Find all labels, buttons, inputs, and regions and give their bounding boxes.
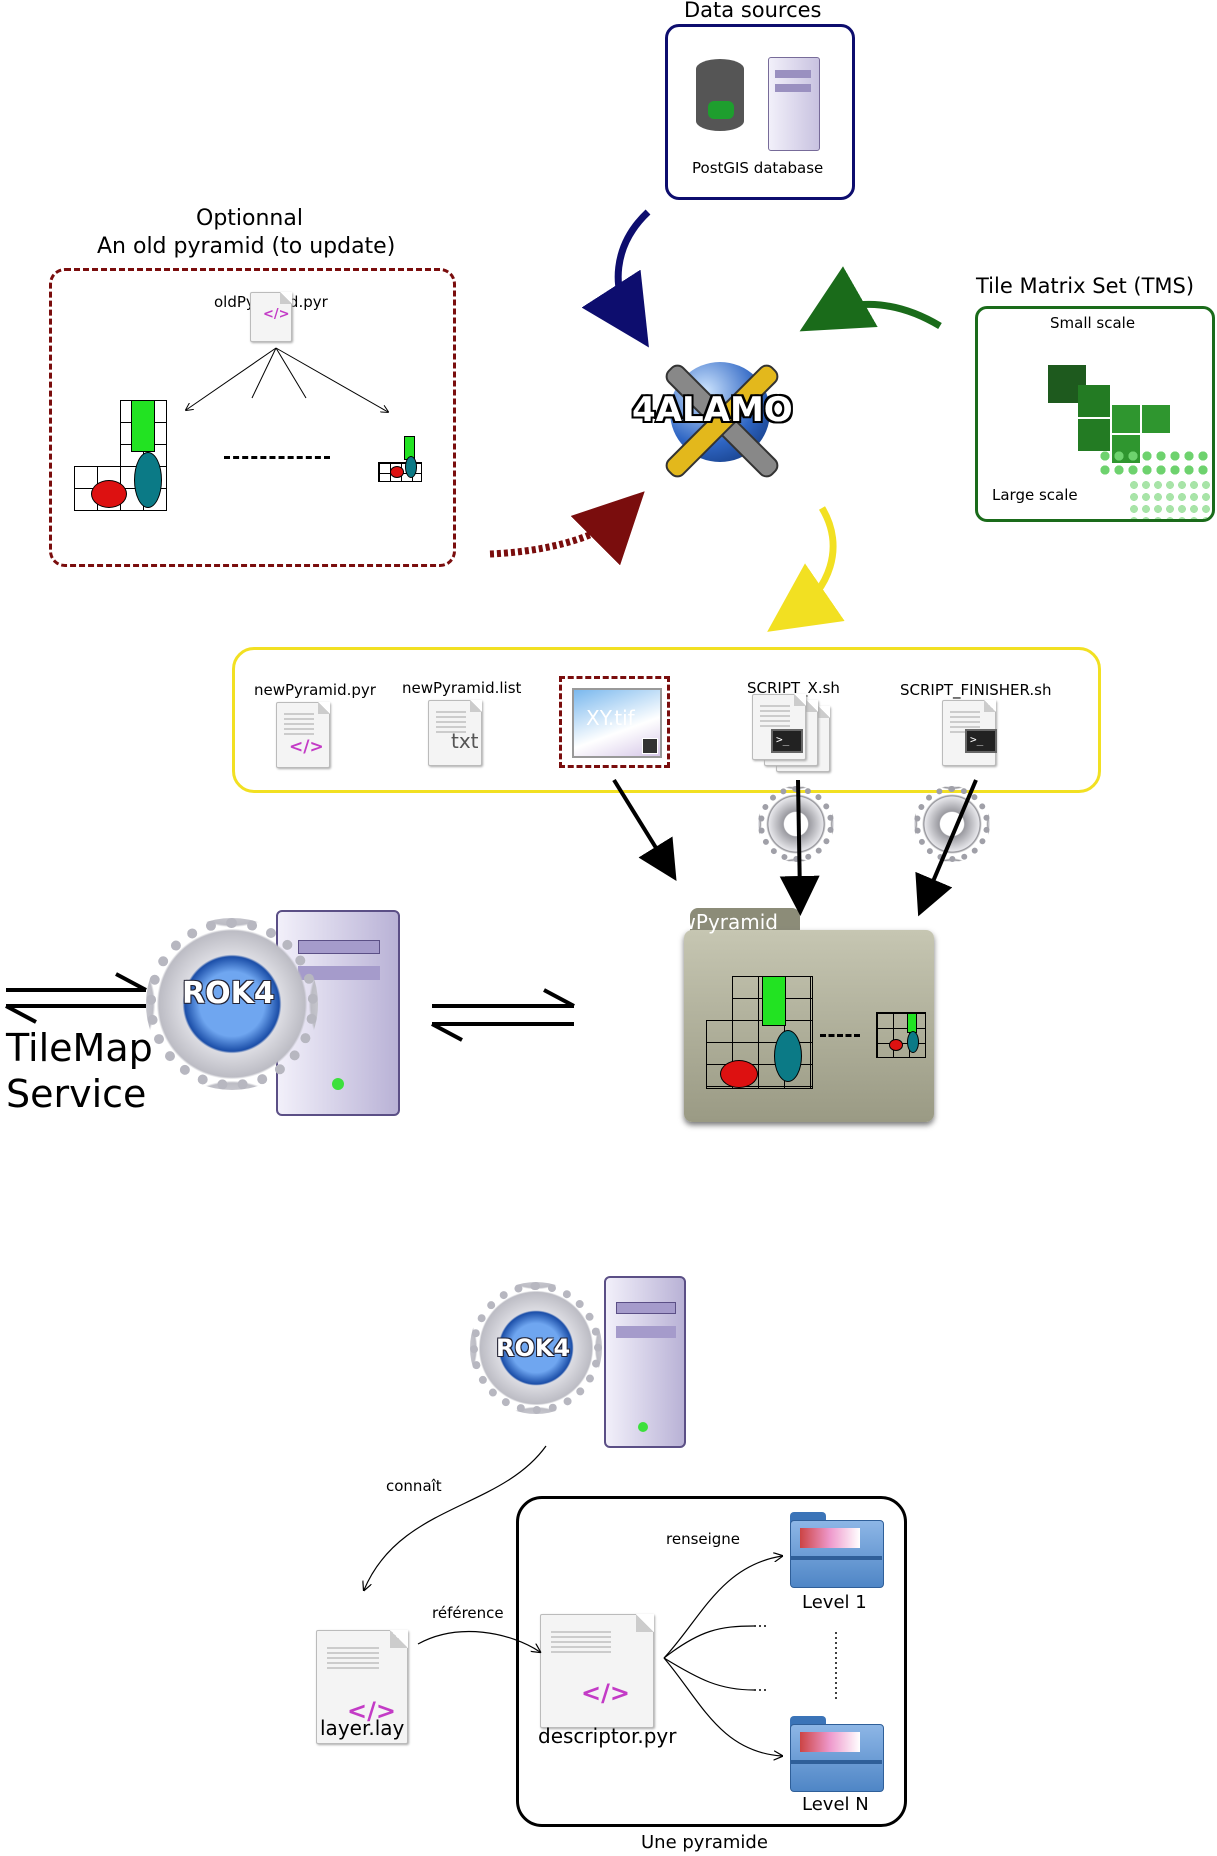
- level-n-label: Level N: [802, 1794, 869, 1815]
- arrow-tms-to-tool: [799, 266, 942, 332]
- edge-connait-label: connaît: [386, 1477, 442, 1495]
- outputs-box: [232, 647, 1101, 793]
- old-pyramid-title-2: An old pyramid (to update): [97, 234, 396, 259]
- tool-name: 4ALAMO: [632, 390, 793, 430]
- edge-reference-label: référence: [432, 1604, 504, 1622]
- edge-connait: [364, 1445, 547, 1590]
- arrow-tif-to-folder: [612, 778, 677, 882]
- edge-renseigne-3: [663, 1657, 755, 1691]
- exchange-arrows-middle: [432, 988, 575, 1008]
- gear-icon: [758, 786, 834, 862]
- edge-renseigne-2: [663, 1625, 755, 1659]
- old-pyr-branch: [186, 347, 277, 410]
- tms-large-scale: Large scale: [992, 486, 1078, 504]
- tms-small-scale: Small scale: [1050, 314, 1136, 332]
- data-sources-title: Data sources: [684, 0, 822, 22]
- xy-tif-image: XY.tif: [572, 688, 662, 758]
- descriptor-file-icon: </>: [540, 1614, 654, 1728]
- rok4-server-bottom: [604, 1276, 686, 1448]
- edge-renseigne-4: [663, 1657, 782, 1756]
- edge-renseigne-1: [663, 1556, 782, 1659]
- xy-tif-box: [559, 676, 670, 768]
- old-pyramid-box: [49, 268, 456, 567]
- output-file-label-1: newPyramid.list: [402, 679, 522, 697]
- new-pyramid-pyr-icon: </>: [276, 702, 330, 768]
- script-x-icon-front: >_: [752, 694, 806, 760]
- old-pyramid-grid-small: [378, 436, 422, 482]
- postgis-label: PostGIS database: [692, 159, 824, 177]
- tilemap-service-line-2: Service: [6, 1072, 147, 1116]
- exchange-arrows-left: [5, 1004, 146, 1024]
- level-1-label: Level 1: [802, 1592, 867, 1613]
- database-icon: [696, 59, 744, 131]
- old-pyr-branch: [275, 347, 388, 412]
- old-pyramid-title-1: Optionnal: [196, 206, 303, 231]
- descriptor-file-label: descriptor.pyr: [538, 1724, 677, 1748]
- rok4-name-bottom: ROK4: [496, 1334, 571, 1362]
- data-sources-box: PostGIS database: [665, 24, 855, 200]
- output-file-label-3: SCRIPT_X.sh: [747, 679, 840, 697]
- script-finisher-icon: >_: [942, 700, 997, 766]
- arrow-datasource-to-tool: [581, 209, 651, 348]
- gear-icon: [914, 786, 990, 862]
- rok4-gear-icon-bottom: [470, 1282, 602, 1414]
- xy-tif-label: XY.tif: [586, 706, 635, 730]
- layer-file-label: layer.lay: [320, 1716, 405, 1740]
- arrow-old-to-tool: [489, 491, 645, 566]
- old-pyramid-ellipsis: [224, 456, 330, 459]
- edge-reference: [417, 1630, 540, 1652]
- pyramid-folder-label: newPyramid: [678, 910, 778, 934]
- exchange-arrows-left: [6, 972, 147, 992]
- level-n-folder-icon: [790, 1716, 884, 1792]
- old-pyr-branch: [251, 347, 277, 399]
- rok4-name: ROK4: [182, 976, 275, 1011]
- arrow-script-to-folder: [779, 779, 820, 916]
- pyramid-box: [516, 1496, 907, 1827]
- new-pyramid-list-icon: txt: [428, 700, 482, 766]
- old-pyr-branch: [275, 347, 307, 399]
- tilemap-service-line-1: TileMap: [6, 1026, 153, 1070]
- tms-title: Tile Matrix Set (TMS): [976, 274, 1195, 298]
- old-pyramid-grid-large: [74, 400, 167, 511]
- pyramid-grid-large: [706, 976, 813, 1089]
- txt-icon: txt: [451, 729, 479, 753]
- output-file-label-4: SCRIPT_FINISHER.sh: [900, 681, 1052, 699]
- arrow-tool-to-outputs: [767, 506, 845, 632]
- arrow-finisher-to-folder: [915, 779, 978, 917]
- old-pyramid-file-icon: </>: [250, 292, 292, 342]
- tms-box: [975, 306, 1215, 522]
- tool-icon: [660, 352, 783, 482]
- output-file-label-0: newPyramid.pyr: [254, 681, 376, 699]
- rok4-gear-icon: [146, 918, 318, 1090]
- pyramid-folder: newPyramid: [678, 908, 934, 1122]
- server-icon: [768, 57, 820, 151]
- pyramid-caption: Une pyramide: [641, 1832, 768, 1853]
- layer-file-icon: </>: [316, 1630, 408, 1744]
- pyramid-grid-small: [876, 1012, 926, 1058]
- level-1-folder-icon: [790, 1512, 884, 1588]
- edge-renseigne-label: renseigne: [666, 1530, 741, 1548]
- exchange-arrows-middle: [431, 1022, 574, 1042]
